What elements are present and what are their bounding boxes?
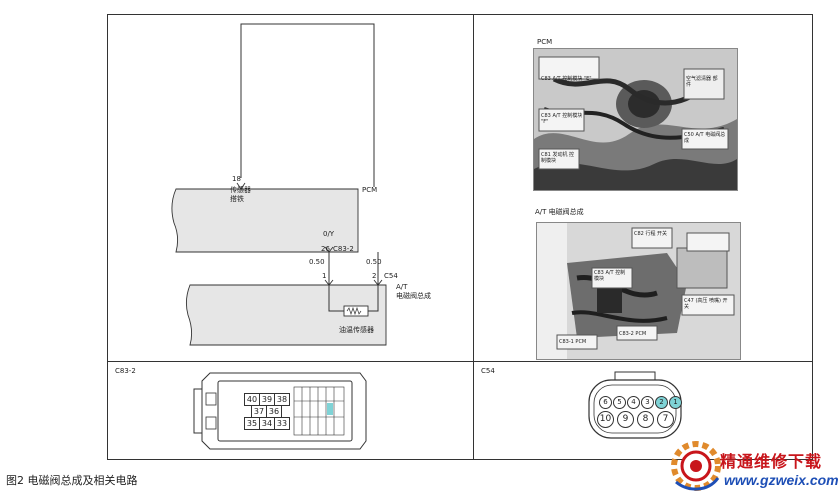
- watermark-url: www.gzweix.com: [724, 472, 839, 488]
- wire-left-size: 0.50: [309, 258, 325, 266]
- gear-logo-icon: [671, 441, 721, 491]
- valve-label-1: C83 A/T 控制模块: [594, 270, 626, 282]
- c54-pin: 6: [599, 396, 612, 409]
- valve-name-line2: 电磁阀总成: [396, 292, 431, 300]
- module-label-line2: 搭铁: [230, 195, 244, 203]
- pcm-label-2: C83 A/T 控制模块 "F": [541, 113, 583, 125]
- valve-label-4: C83-1 PCM: [559, 339, 587, 345]
- valve-photo-title: A/T 电磁阀总成: [535, 208, 584, 216]
- c54-pin: 4: [627, 396, 640, 409]
- sensor-name: 油温传感器: [339, 326, 374, 334]
- wire-mid-label: 0/Y: [323, 230, 335, 238]
- figure-caption: 图2 电磁阀总成及相关电路: [6, 474, 138, 487]
- c83-pin-row1: 40 39 38: [244, 393, 290, 406]
- pin-right-label: 2: [372, 272, 377, 280]
- c54-pin: 1: [669, 396, 682, 409]
- valve-engine-photo: C83 A/T 控制模块 C82 行程 开关 C83-2 PCM C83-1 P…: [536, 222, 741, 360]
- valve-label-2: C82 行程 开关: [634, 231, 668, 237]
- figure-frame: [107, 14, 813, 460]
- c83-pin: 33: [275, 417, 290, 430]
- conn-pcm-label: C83-2: [333, 245, 354, 253]
- c83-pin-row3: 35 34 33: [244, 417, 290, 430]
- c54-pin: 2: [655, 396, 668, 409]
- pin-top-label: 18: [232, 175, 241, 183]
- pcm-label-4: 空气滤清器 部件: [686, 76, 718, 88]
- watermark-logo: 精通维修下载 www.gzweix.com: [668, 438, 840, 494]
- module-label-line1: 传感器: [230, 186, 251, 194]
- c54-pin-row1: 6 5 4 3 2 1: [599, 396, 682, 409]
- c54-pin: 3: [641, 396, 654, 409]
- pcm-photo-title: PCM: [537, 38, 553, 46]
- pin-pcm-label: 26: [321, 245, 330, 253]
- c83-pin: 34: [260, 417, 275, 430]
- conn-c83-title: C83-2: [115, 367, 136, 375]
- pcm-label-3: C81 发动机 控制模块: [541, 152, 575, 164]
- valve-label-5: C47 (高压 喷嘴) 开关: [684, 298, 728, 310]
- conn-c54-title: C54: [481, 367, 495, 375]
- watermark-brand: 精通维修下载: [720, 452, 823, 471]
- pcm-label-5: C50 A/T 电磁阀总成: [684, 132, 726, 144]
- pcm-label-1: C83 A/T 控制模块 "E": [541, 76, 592, 82]
- valve-name-line1: A/T: [396, 283, 408, 291]
- panel-divider-vertical: [473, 14, 474, 460]
- module-name: PCM: [362, 186, 378, 194]
- c54-pin: 9: [617, 411, 634, 428]
- conn-c83-outline: [193, 372, 367, 450]
- c54-pin: 7: [657, 411, 674, 428]
- c83-pin: 35: [244, 417, 260, 430]
- wire-right-size: 0.50: [366, 258, 382, 266]
- c54-pin: 10: [597, 411, 614, 428]
- pin-left-label: 1: [322, 272, 327, 280]
- valve-label-3: C83-2 PCM: [619, 331, 647, 337]
- panel-divider-horizontal: [107, 361, 813, 362]
- c83-pin: 38: [275, 393, 290, 406]
- c54-pin: 8: [637, 411, 654, 428]
- conn-valve-label: C54: [384, 272, 398, 280]
- c54-pin-row2: 10 9 8 7: [597, 411, 674, 428]
- circuit-diagram: [171, 23, 387, 346]
- c54-pin: 5: [613, 396, 626, 409]
- pcm-engine-photo: C83 A/T 控制模块 "E" C83 A/T 控制模块 "F" C81 发动…: [533, 48, 738, 191]
